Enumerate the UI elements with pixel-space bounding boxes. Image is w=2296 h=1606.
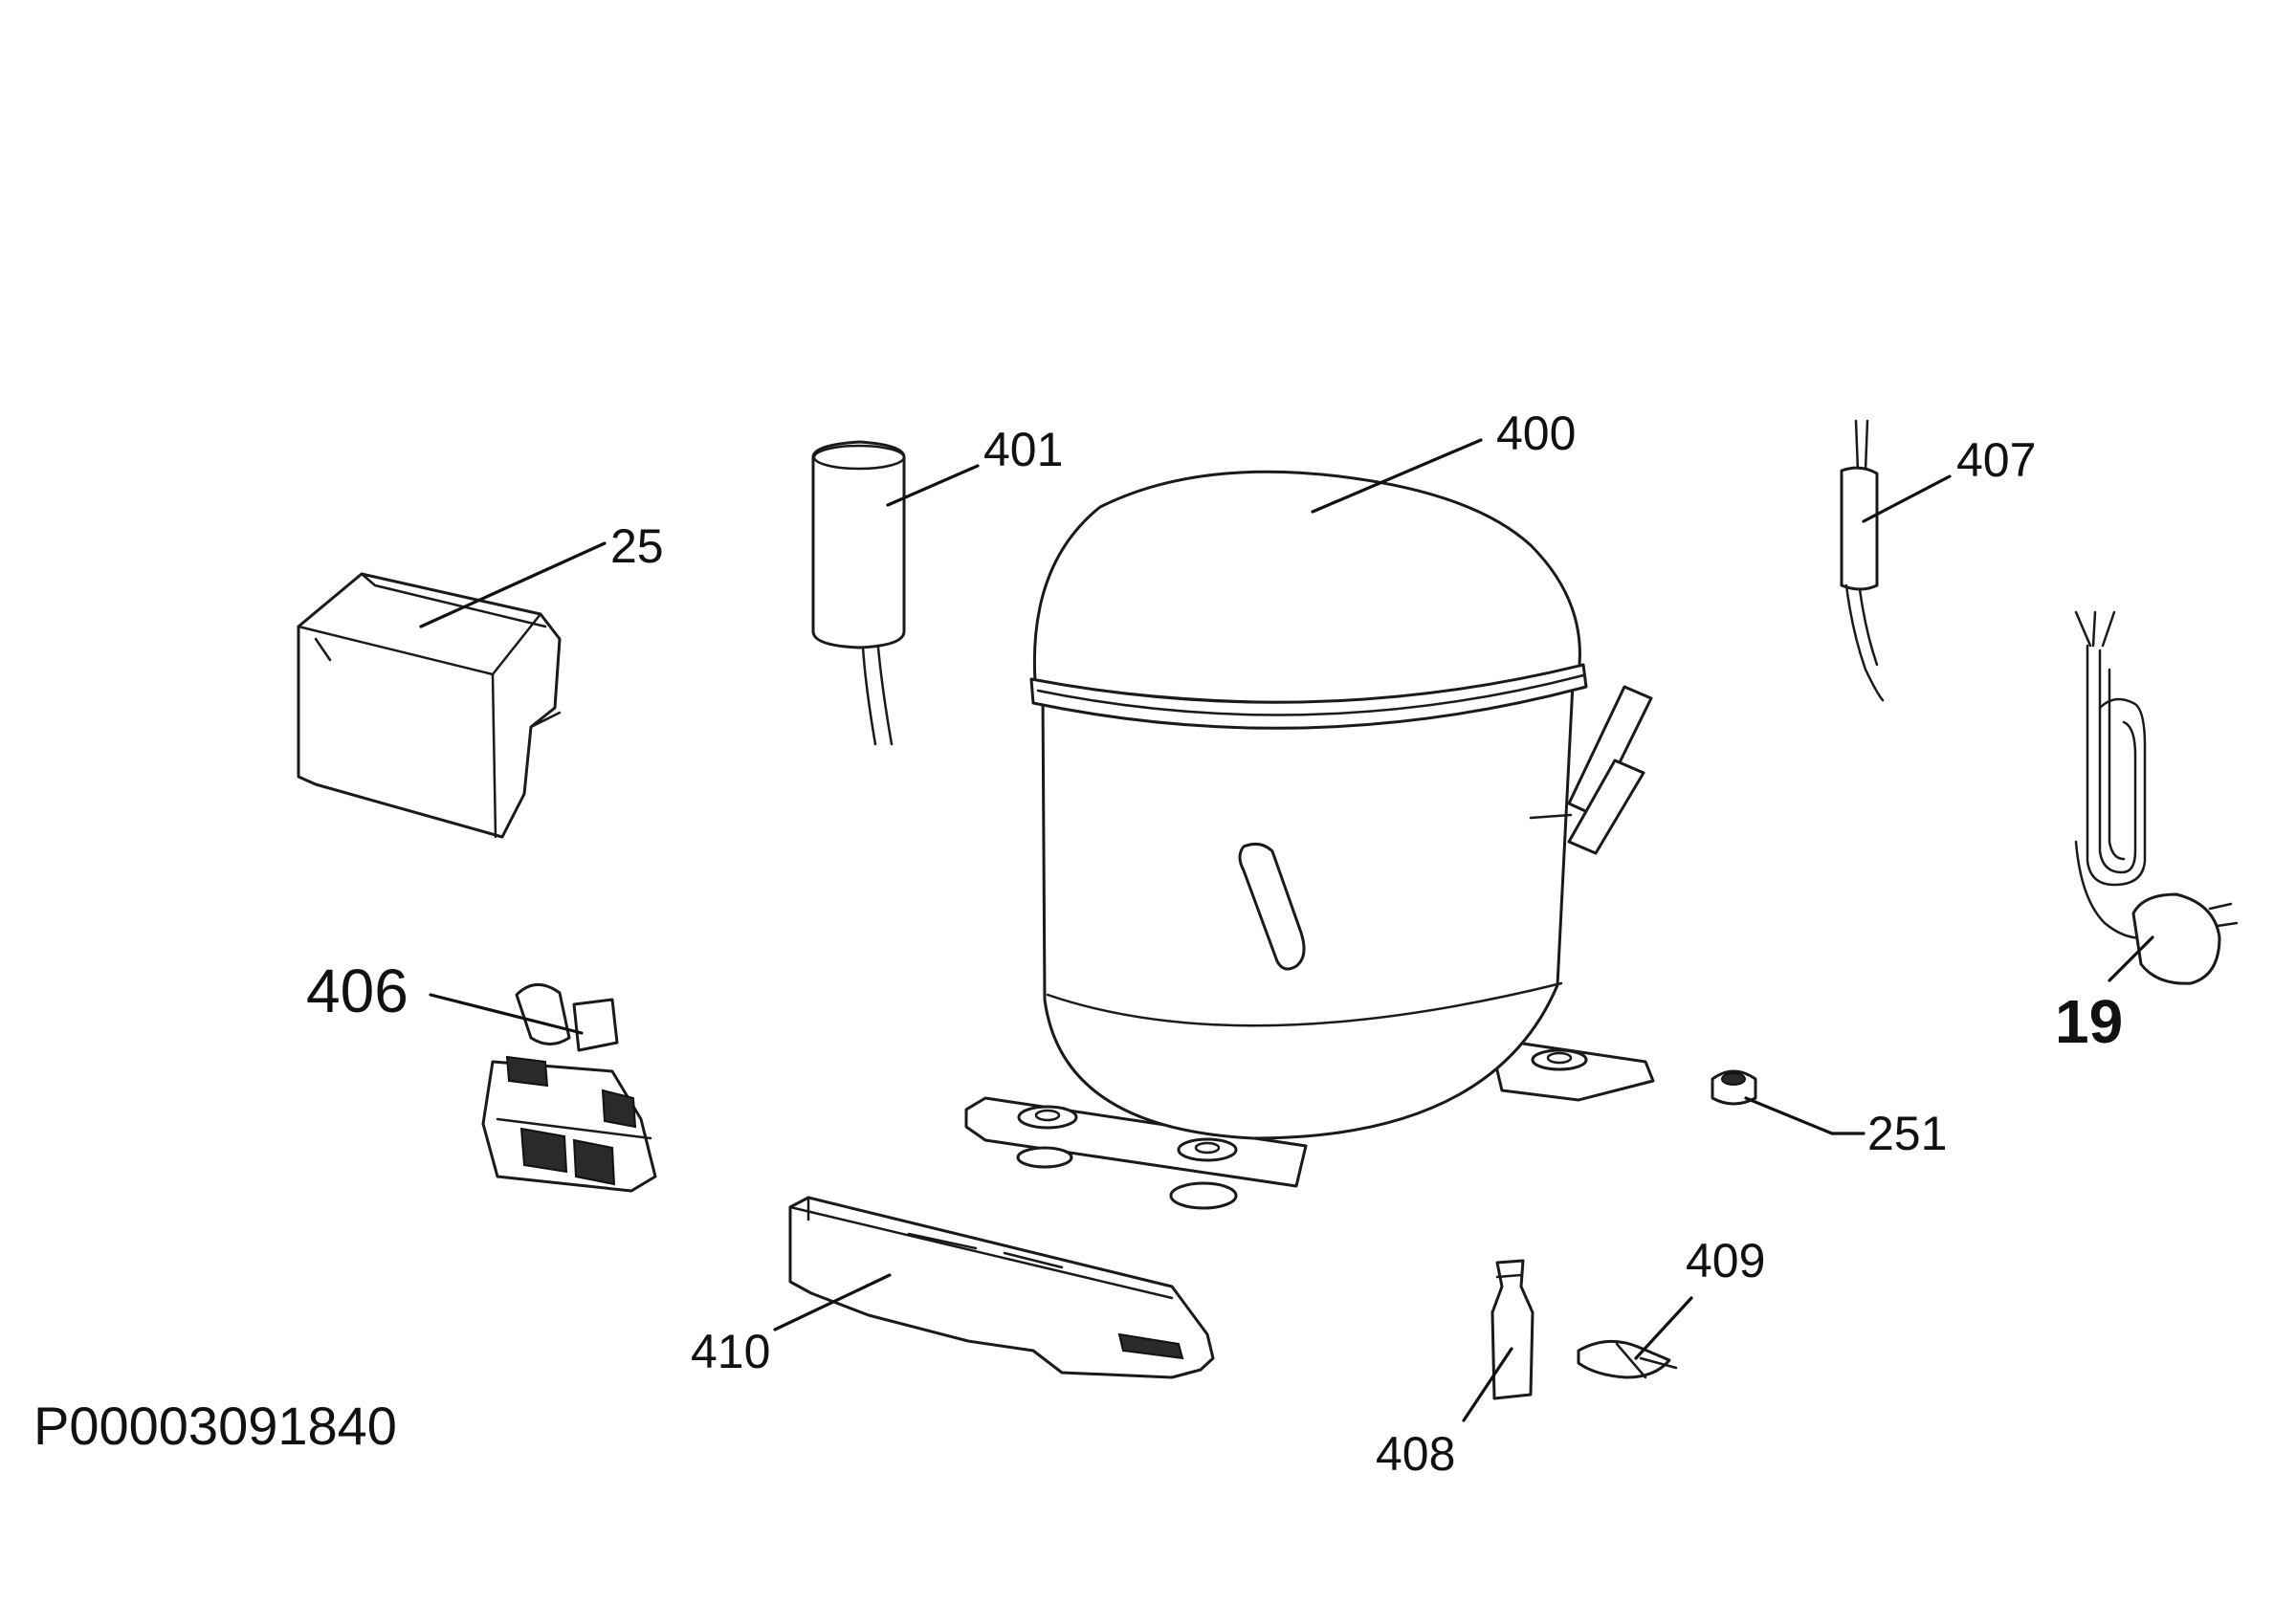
- part-406-relay: [481, 983, 657, 1193]
- part-410-bracket: [788, 1196, 1215, 1379]
- part-408-connector: [1490, 1259, 1534, 1400]
- leader-400: [1311, 438, 1483, 514]
- part-409-clip: [1577, 1339, 1678, 1379]
- part-19-power-cord: [2074, 610, 2239, 985]
- callout-401: 401: [983, 423, 1063, 476]
- callout-19: 19: [2055, 987, 2123, 1056]
- callout-406: 406: [306, 957, 408, 1025]
- leader-406: [429, 993, 584, 1035]
- leader-410: [773, 1273, 892, 1331]
- leader-407: [1862, 474, 1952, 523]
- document-id: P00003091840: [33, 1396, 397, 1456]
- callout-409: 409: [1686, 1234, 1765, 1287]
- part-400-compressor: [964, 470, 1655, 1210]
- leader-19: [2108, 935, 2154, 982]
- callout-400: 400: [1496, 407, 1576, 460]
- leader-251: [1744, 1096, 1866, 1135]
- leader-401: [886, 464, 980, 507]
- callout-251: 251: [1867, 1107, 1947, 1160]
- part-25-relay-cover: [297, 572, 562, 839]
- part-401-capacitor: [811, 440, 906, 746]
- callout-25: 25: [610, 519, 664, 573]
- part-251-grommet: [1711, 1069, 1757, 1106]
- leader-409: [1634, 1296, 1693, 1360]
- callout-408: 408: [1376, 1427, 1455, 1481]
- callout-410: 410: [691, 1325, 770, 1378]
- leader-408: [1462, 1347, 1513, 1422]
- callout-407: 407: [1956, 433, 2036, 487]
- part-407-filter-drier: [1840, 419, 1885, 702]
- leader-25: [419, 541, 607, 628]
